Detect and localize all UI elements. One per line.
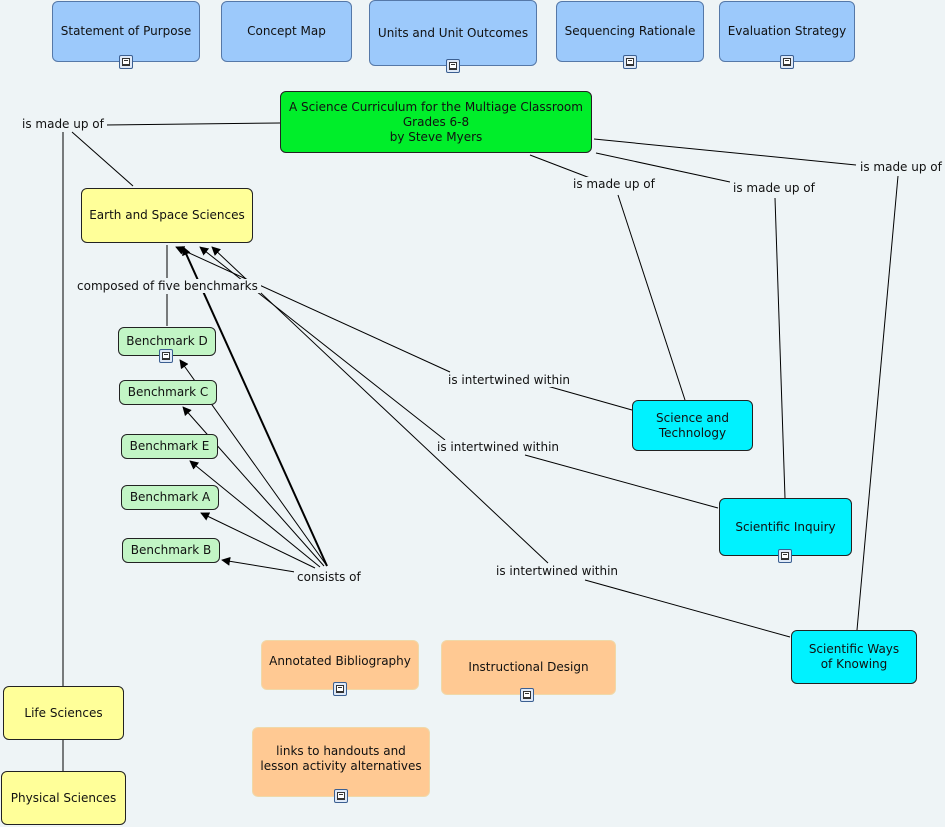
physical-sciences-node[interactable]: Physical Sciences <box>1 771 126 825</box>
link-root-to-madeup-1 <box>529 154 591 179</box>
link-root-to-madeup-3 <box>593 138 857 166</box>
benchmark-e-node[interactable]: Benchmark E <box>121 434 218 459</box>
document-icon[interactable] <box>780 55 794 69</box>
link-label-intertwined-3: is intertwined within <box>493 564 622 578</box>
scientific-inquiry-node[interactable]: Scientific Inquiry <box>719 498 852 556</box>
life-sciences-label: Life Sciences <box>24 705 103 720</box>
document-icon[interactable] <box>446 59 460 73</box>
link-madeup1-to-scitech <box>617 194 686 401</box>
link-label-intertwined-1: is intertwined within <box>445 373 574 387</box>
statement-of-purpose-node[interactable]: Statement of Purpose <box>52 1 200 62</box>
link-label-consists: consists of <box>294 570 364 584</box>
annotated-bibliography-label: Annotated Bibliography <box>269 654 411 668</box>
science-technology-node[interactable]: Science and Technology <box>632 400 753 451</box>
units-and-unit-outcomes-node[interactable]: Units and Unit Outcomes <box>369 0 537 66</box>
link-intertwined1-to-earth <box>175 246 451 373</box>
earth-space-sciences-label: Earth and Space Sciences <box>89 208 245 222</box>
document-icon[interactable] <box>623 55 637 69</box>
science-technology-label: Science and Technology <box>656 410 729 440</box>
document-icon[interactable] <box>778 549 792 563</box>
document-icon[interactable] <box>119 55 133 69</box>
links-handouts-label: links to handouts and lesson activity al… <box>260 744 422 773</box>
annotated-bibliography-node[interactable]: Annotated Bibliography <box>261 640 419 690</box>
link-madeup3-to-ways <box>856 175 899 631</box>
scientific-ways-label: Scientific Ways of Knowing <box>808 642 900 671</box>
link-intertwined2-to-earth <box>199 246 446 441</box>
benchmark-d-label: Benchmark D <box>126 334 208 348</box>
benchmark-c-label: Benchmark C <box>127 385 209 399</box>
link-consists-to-benchb <box>221 556 296 573</box>
link-label-made-up-left: is made up of <box>19 117 107 131</box>
units-and-unit-outcomes-label: Units and Unit Outcomes <box>377 25 529 40</box>
document-icon[interactable] <box>159 349 173 363</box>
curriculum-root-label: A Science Curriculum for the Multiage Cl… <box>289 99 583 144</box>
scientific-inquiry-label: Scientific Inquiry <box>735 519 836 534</box>
evaluation-strategy-label: Evaluation Strategy <box>727 24 847 38</box>
benchmark-d-node[interactable]: Benchmark D <box>118 327 216 356</box>
link-label-made-up-3: is made up of <box>857 160 945 174</box>
concept-map-node[interactable]: Concept Map <box>221 1 352 62</box>
benchmark-e-label: Benchmark E <box>129 439 210 453</box>
link-consists-to-earth <box>182 246 328 567</box>
evaluation-strategy-node[interactable]: Evaluation Strategy <box>719 1 855 62</box>
link-label-made-up-1: is made up of <box>570 177 658 191</box>
document-icon[interactable] <box>333 682 347 696</box>
benchmark-b-label: Benchmark B <box>130 543 212 557</box>
document-icon[interactable] <box>334 789 348 803</box>
scientific-ways-node[interactable]: Scientific Ways of Knowing <box>791 630 917 684</box>
benchmark-a-node[interactable]: Benchmark A <box>121 485 219 510</box>
link-root-to-madeup-left <box>104 122 281 126</box>
link-label-made-up-2: is made up of <box>730 181 818 195</box>
earth-space-sciences-node[interactable]: Earth and Space Sciences <box>81 188 253 243</box>
life-sciences-node[interactable]: Life Sciences <box>3 686 124 740</box>
sequencing-rationale-node[interactable]: Sequencing Rationale <box>556 1 704 62</box>
benchmark-a-label: Benchmark A <box>129 490 211 504</box>
statement-of-purpose-label: Statement of Purpose <box>60 24 192 38</box>
benchmark-b-node[interactable]: Benchmark B <box>122 538 220 563</box>
link-label-composed: composed of five benchmarks <box>74 279 261 293</box>
concept-map-label: Concept Map <box>247 24 326 38</box>
instructional-design-node[interactable]: Instructional Design <box>441 640 616 695</box>
link-scitech-to-intertwined1 <box>539 383 633 411</box>
link-madeup-to-earth <box>71 131 134 187</box>
benchmark-c-node[interactable]: Benchmark C <box>119 380 217 405</box>
sequencing-rationale-label: Sequencing Rationale <box>564 24 696 38</box>
links-handouts-node[interactable]: links to handouts and lesson activity al… <box>252 727 430 797</box>
physical-sciences-label: Physical Sciences <box>10 790 117 805</box>
link-ways-to-intertwined3 <box>584 579 791 638</box>
link-madeup2-to-inquiry <box>774 197 786 499</box>
instructional-design-label: Instructional Design <box>468 660 589 674</box>
link-intertwined3-to-earth <box>211 246 549 564</box>
curriculum-root-node[interactable]: A Science Curriculum for the Multiage Cl… <box>280 91 592 153</box>
document-icon[interactable] <box>520 688 534 702</box>
link-inquiry-to-intertwined2 <box>524 454 719 509</box>
link-label-intertwined-2: is intertwined within <box>434 440 563 454</box>
